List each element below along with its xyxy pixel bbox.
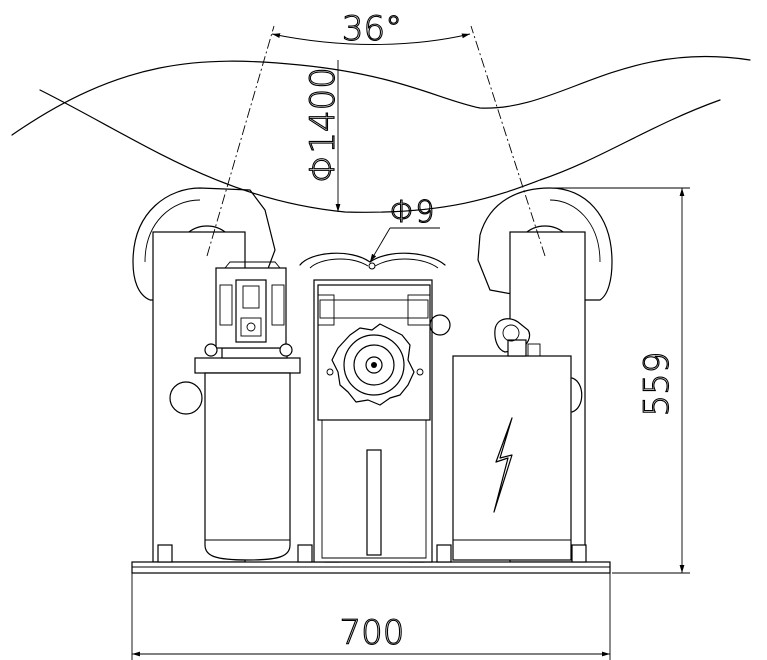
middle-idler-rollers [299,252,446,270]
worm-gearbox-left [204,261,293,357]
width-dim-label: 700 [340,613,405,653]
angle-dim-label: 36° [342,9,402,49]
frame-left-hole [169,381,203,415]
height-dim-label: 559 [637,352,677,417]
high-voltage-icon [493,417,513,513]
workpiece-arc-bottom [39,89,721,213]
frame-right-bump [571,377,583,413]
central-reducer [313,279,451,563]
control-knob [494,318,541,357]
workpiece-curve [11,55,751,136]
center-line-right [470,25,546,257]
small-diameter-leader [369,227,391,263]
workpiece-diameter-label: Φ1400 [303,67,343,183]
angle-dim-arc [271,33,471,45]
center-line-left [206,25,275,257]
drive-motor [194,347,301,561]
base-plate [131,561,611,574]
electrical-box [452,355,572,561]
small-diameter-label: Φ9 [390,195,435,230]
